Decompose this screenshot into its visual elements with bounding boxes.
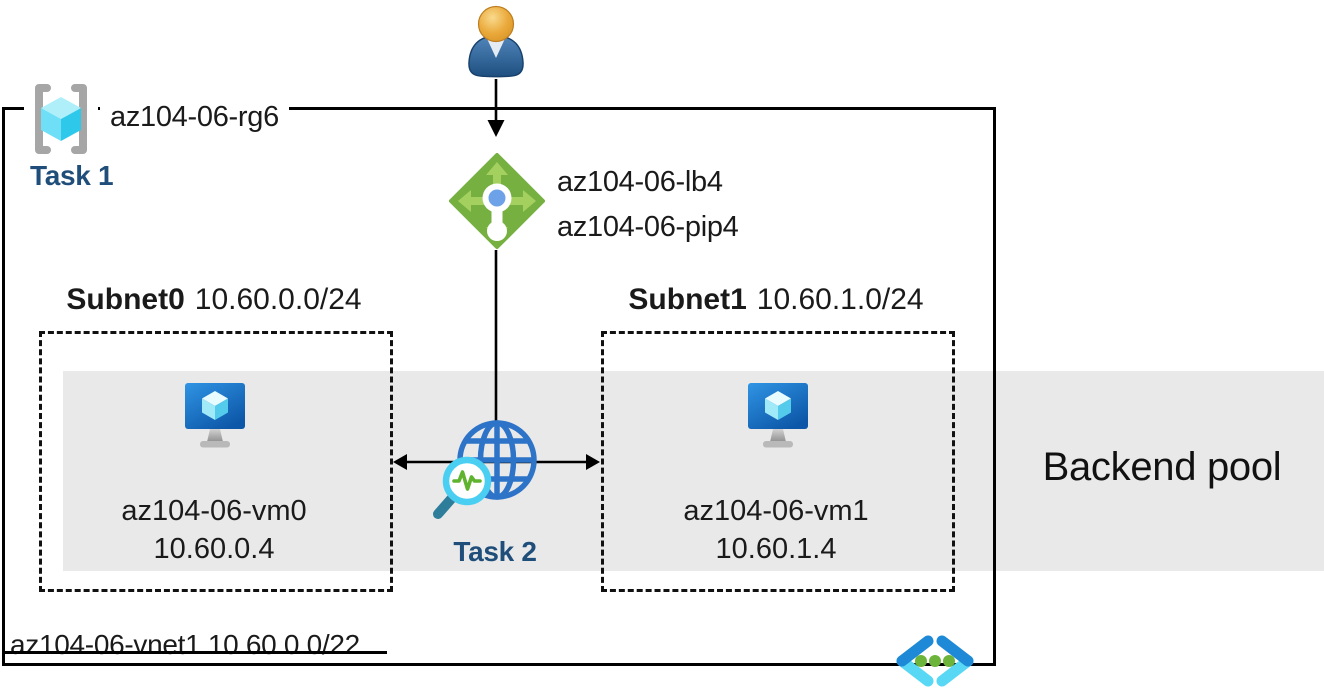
- public-ip-name: az104-06-pip4: [557, 211, 739, 243]
- vm0-name: az104-06-vm0: [121, 495, 307, 527]
- vm0-label: az104-06-vm0 10.60.0.4: [37, 492, 391, 568]
- subnet0-name: Subnet0: [66, 283, 185, 316]
- task2-label: Task 2: [453, 536, 537, 567]
- vm1-ip: 10.60.1.4: [715, 533, 837, 565]
- virtual-machine-icon: [183, 382, 247, 452]
- virtual-machine-icon: [746, 382, 810, 452]
- vnet-label: az104-06-vnet1 10.60.0.0/22: [10, 629, 360, 660]
- subnet0-box: [39, 331, 393, 592]
- user-icon: [459, 5, 533, 81]
- load-balancer-labels: az104-06-lb4 az104-06-pip4: [557, 160, 739, 250]
- subnet1-name: Subnet1: [628, 283, 747, 316]
- resource-group-icon: [24, 84, 98, 154]
- subnet0-label: Subnet0 10.60.0.0/24: [37, 283, 391, 317]
- subnet1-label: Subnet1 10.60.1.0/24: [599, 283, 953, 317]
- resource-group-label: az104-06-rg6: [100, 101, 289, 133]
- task1-label: Task 1: [30, 160, 114, 191]
- backend-pool-band: [63, 371, 1324, 571]
- vm1-name: az104-06-vm1: [683, 495, 869, 527]
- load-balancer-name: az104-06-lb4: [557, 166, 723, 198]
- vm0-ip: 10.60.0.4: [153, 533, 275, 565]
- resource-group-box: [2, 107, 996, 666]
- subnet1-box: [601, 331, 955, 592]
- subnet0-cidr: 10.60.0.0/24: [194, 283, 362, 316]
- network-watcher-icon: [428, 414, 548, 526]
- vnet-border-line: [5, 651, 387, 654]
- subnet1-cidr: 10.60.1.0/24: [756, 283, 924, 316]
- backend-pool-label: Backend pool: [1042, 445, 1282, 489]
- virtual-network-icon: [890, 634, 980, 690]
- vm1-label: az104-06-vm1 10.60.1.4: [599, 492, 953, 568]
- load-balancer-icon: [449, 153, 545, 250]
